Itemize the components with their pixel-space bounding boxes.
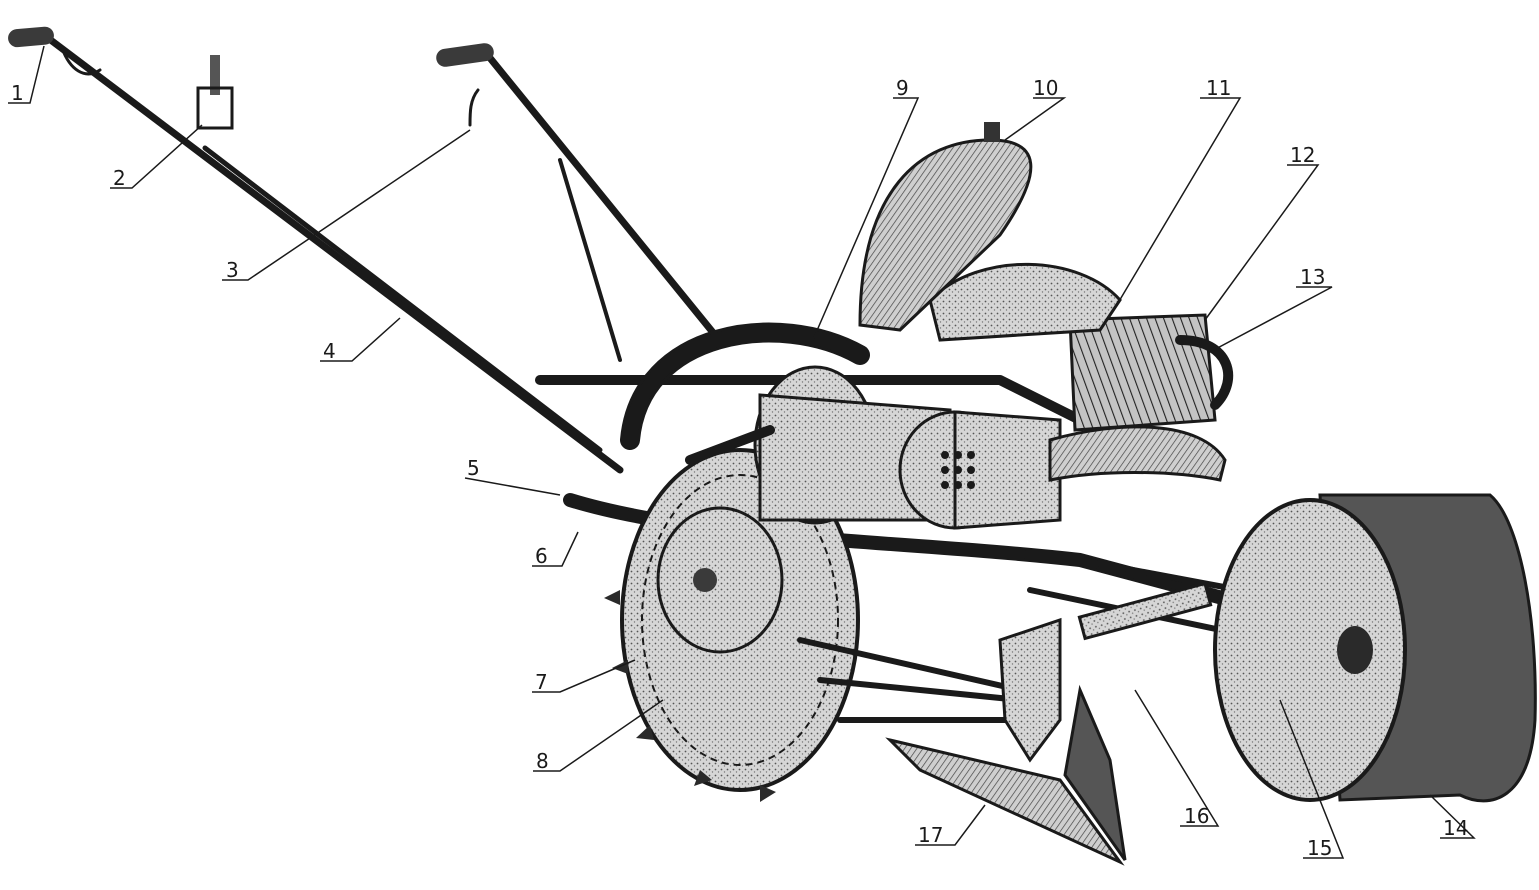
callout-1: 1 bbox=[11, 81, 24, 105]
callout-5: 5 bbox=[467, 456, 480, 480]
callout-leaders bbox=[8, 45, 1476, 859]
roller-axle-hub bbox=[1337, 626, 1373, 674]
wheel-lugs bbox=[604, 590, 776, 802]
leader-11 bbox=[1114, 97, 1242, 309]
callout-12: 12 bbox=[1290, 143, 1315, 167]
leader-6 bbox=[532, 531, 579, 567]
leader-14 bbox=[1429, 794, 1476, 839]
leader-2 bbox=[110, 124, 203, 189]
ploughshare-assembly bbox=[797, 617, 1127, 866]
leader-8 bbox=[533, 699, 664, 772]
leader-4 bbox=[320, 317, 401, 362]
handlebar-assembly bbox=[8, 26, 719, 474]
wheel-hub-disc bbox=[656, 506, 784, 654]
leader-9 bbox=[811, 97, 920, 343]
callout-14: 14 bbox=[1443, 816, 1468, 840]
callout-10: 10 bbox=[1033, 76, 1058, 100]
callout-labels: 1 2 3 4 5 6 7 8 9 10 11 12 13 14 15 16 1… bbox=[11, 76, 1468, 860]
left-grip bbox=[8, 26, 54, 48]
leader-10 bbox=[1004, 97, 1067, 141]
leader-1 bbox=[8, 45, 45, 104]
callout-13: 13 bbox=[1300, 265, 1325, 289]
callout-6: 6 bbox=[535, 544, 548, 568]
leader-12 bbox=[1204, 164, 1320, 321]
rear-roller bbox=[1213, 493, 1537, 803]
leader-13 bbox=[1209, 286, 1333, 353]
sprocket-shaft bbox=[685, 425, 775, 465]
leader-5 bbox=[464, 477, 561, 496]
callout-9: 9 bbox=[896, 76, 909, 100]
leader-16 bbox=[1134, 689, 1220, 827]
callout-7: 7 bbox=[535, 670, 548, 694]
depth-adjuster bbox=[1077, 581, 1213, 641]
fuel-tank bbox=[858, 122, 1033, 332]
handle-clamp bbox=[196, 55, 234, 130]
callout-2: 2 bbox=[113, 166, 126, 190]
leader-15 bbox=[1279, 699, 1345, 859]
right-grip bbox=[436, 43, 494, 67]
callout-3: 3 bbox=[226, 258, 239, 282]
callout-17: 17 bbox=[918, 823, 943, 847]
throttle-lever bbox=[468, 88, 480, 127]
callout-8: 8 bbox=[536, 749, 549, 773]
engine-cylinder bbox=[1068, 313, 1217, 432]
leader-7 bbox=[532, 659, 636, 693]
ploughshare-blade bbox=[885, 737, 1125, 866]
air-filter bbox=[898, 410, 1062, 530]
callout-11: 11 bbox=[1206, 76, 1231, 100]
callout-4: 4 bbox=[323, 339, 336, 363]
callout-15: 15 bbox=[1307, 836, 1332, 860]
exhaust-muffler bbox=[1048, 425, 1227, 482]
fuel-cap bbox=[984, 122, 1000, 142]
handle-brace bbox=[202, 145, 603, 453]
handle-strut bbox=[558, 158, 622, 362]
leader-3 bbox=[222, 129, 471, 281]
callout-16: 16 bbox=[1184, 804, 1209, 828]
leader-17 bbox=[915, 804, 986, 846]
clutch-lever bbox=[60, 46, 102, 76]
drive-wheel bbox=[604, 448, 860, 802]
